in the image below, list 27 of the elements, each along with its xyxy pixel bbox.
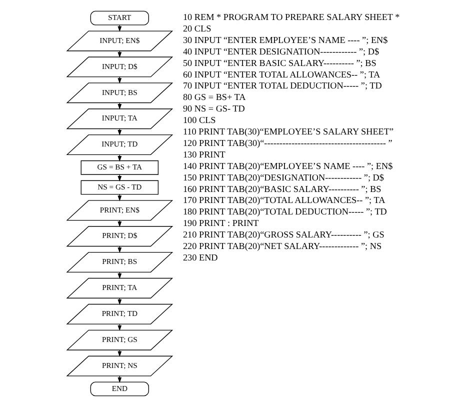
label: 150 PRINT TAB(20)“DESIGNATION------------ ”; D$ bbox=[182, 172, 384, 182]
node-box: START bbox=[90, 10, 149, 26]
label: 220 PRINT TAB(20)“NET SALARY------------- ”; NS bbox=[182, 240, 382, 251]
label: 30 INPUT “ENTER EMPLOYEE’S NAME ---- ”; EN$ bbox=[182, 34, 388, 45]
label: 140 PRINT TAB(20)“EMPLOYEE’S NAME ---- ”; EN$ bbox=[182, 160, 393, 171]
label: 100 CLS bbox=[182, 115, 216, 126]
label: 40 INPUT “ENTER DESIGNATION------------ ”; D$ bbox=[182, 46, 380, 56]
label: 210 PRINT TAB(20)“GROSS SALARY---------- ”; GS bbox=[182, 230, 384, 240]
node-box: NS = GS - TD bbox=[80, 180, 159, 195]
label: 60 INPUT “ENTER TOTAL ALLOWANCES-- ”; TA bbox=[182, 69, 380, 80]
label: 170 PRINT TAB(20)“TOTAL ALLOWANCES-- ”; TA bbox=[182, 195, 386, 206]
label: 80 GS = BS+ TA bbox=[182, 92, 246, 102]
label: 120 PRINT TAB(30)“---------------------------------------- ” bbox=[182, 138, 392, 148]
label: 10 REM * PROGRAM TO PREPARE SALARY SHEET * bbox=[182, 12, 400, 22]
node-box: END bbox=[90, 382, 149, 396]
label: 70 INPUT “ENTER TOTAL DEDUCTION----- ”; TD bbox=[182, 80, 382, 91]
label: 230 END bbox=[182, 252, 218, 262]
label: 180 PRINT TAB(20)“TOTAL DEDUCTION----- ”; TD bbox=[182, 206, 387, 217]
node-box: GS = BS + TA bbox=[80, 160, 159, 175]
label: 50 INPUT “ENTER BASIC SALARY---------- ”; BS bbox=[182, 58, 376, 68]
label: 190 PRINT : PRINT bbox=[182, 218, 259, 228]
label: 110 PRINT TAB(30)“EMPLOYEE’S SALARY SHEET” bbox=[182, 126, 394, 137]
label: 20 CLS bbox=[182, 24, 212, 34]
label: 130 PRINT bbox=[182, 149, 226, 160]
label: 160 PRINT TAB(20)“BASIC SALARY---------- ”; BS bbox=[182, 184, 382, 194]
arrow bbox=[118, 350, 122, 357]
label: 90 NS = GS- TD bbox=[182, 104, 245, 114]
